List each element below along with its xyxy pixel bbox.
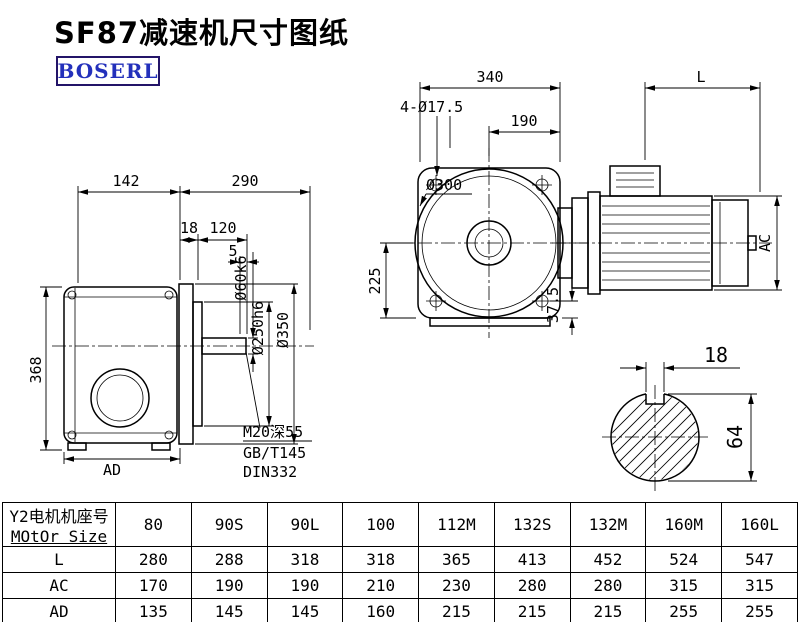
table-row-AC: AC 170 190 190 210 230 280 280 315 315 — [2, 572, 798, 599]
dim-290-label: 290 — [231, 172, 258, 190]
dim-340-label: 340 — [476, 68, 503, 86]
shaft-bore-circle — [474, 228, 504, 258]
bore-circle — [90, 368, 150, 428]
value-cell: 524 — [645, 546, 723, 573]
frame-size-cell: 100 — [342, 502, 420, 547]
dim-18-label: 18 — [180, 219, 198, 237]
foot-right — [151, 442, 171, 451]
table-header-row: Y2电机机座号 MOtOr Size 80 90S 90L 100 112M 1… — [2, 502, 798, 547]
dim-368-label: 368 — [27, 356, 45, 383]
value-cell: 318 — [342, 546, 420, 573]
value-cell: 413 — [493, 546, 571, 573]
value-cell: 190 — [190, 572, 268, 599]
shaft-hub-circle — [466, 220, 512, 266]
value-cell: 215 — [493, 598, 571, 622]
dim-37-5-label: 37.5 — [544, 287, 562, 323]
frame-size-cell: 132S — [493, 502, 571, 547]
value-cell: 230 — [418, 572, 495, 599]
motor-frame-label-cn: Y2电机机座号 — [9, 507, 109, 526]
terminal-box — [609, 165, 661, 197]
note-std2-label: DIN332 — [243, 463, 297, 481]
frame-size-cell: 90L — [266, 502, 344, 547]
value-cell: 255 — [645, 598, 723, 622]
dim-key-width-label: 18 — [704, 343, 728, 367]
boserl-logo: BOSERL — [56, 56, 160, 86]
dim-190-label: 190 — [510, 112, 537, 130]
row-label: AC — [2, 572, 116, 599]
output-flange — [178, 283, 194, 445]
value-cell: 315 — [645, 572, 723, 599]
dim-142-label: 142 — [112, 172, 139, 190]
frame-size-cell: 112M — [418, 502, 495, 547]
output-shaft — [201, 337, 247, 355]
flange-spigot — [192, 301, 203, 427]
value-cell: 315 — [721, 572, 798, 599]
dia-300-label: Ø300 — [426, 176, 462, 194]
dia-spigot-label: Ø250h6 — [249, 301, 267, 355]
foot-left — [67, 442, 87, 451]
frame-size-cell: 160L — [721, 502, 798, 547]
dimension-table: Y2电机机座号 MOtOr Size 80 90S 90L 100 112M 1… — [2, 502, 798, 622]
value-cell: 160 — [342, 598, 420, 622]
value-cell: 280 — [493, 572, 571, 599]
row-label: L — [2, 546, 116, 573]
motor-shaft-stub — [747, 235, 757, 251]
page-title: SF87减速机尺寸图纸 — [54, 16, 350, 50]
technical-drawing: 142 290 18 120 5 Ø60k6 Ø250h6 — [27, 68, 782, 492]
mounting-feet — [429, 317, 551, 327]
shaft-section-view: 18 64 — [602, 343, 757, 492]
value-cell: 280 — [569, 572, 647, 599]
dim-ad-label: AD — [103, 461, 121, 479]
dim-L-label: L — [696, 68, 705, 86]
value-cell: 170 — [115, 572, 192, 599]
dim-120-label: 120 — [209, 219, 236, 237]
dim-shaft-height-label: 64 — [723, 425, 747, 449]
value-cell: 547 — [721, 546, 798, 573]
frame-size-cell: 90S — [190, 502, 268, 547]
value-cell: 288 — [190, 546, 268, 573]
hatch-pattern — [612, 394, 698, 480]
table-corner-cell: Y2电机机座号 MOtOr Size — [2, 502, 116, 547]
value-cell: 135 — [115, 598, 192, 622]
value-cell: 452 — [569, 546, 647, 573]
value-cell: 215 — [418, 598, 495, 622]
table-row-AD: AD 135 145 145 160 215 215 215 255 255 — [2, 598, 798, 622]
dim-5-label: 5 — [228, 242, 237, 260]
dia-flange-label: Ø350 — [274, 312, 292, 348]
frame-size-cell: 80 — [115, 502, 192, 547]
value-cell: 215 — [569, 598, 647, 622]
dim-ac-label: AC — [756, 234, 774, 252]
value-cell: 255 — [721, 598, 798, 622]
front-view: Ø300 4-Ø17.5 340 L 190 22 — [366, 68, 782, 338]
frame-size-cell: 132M — [569, 502, 647, 547]
note-tap-label: M20深55 — [243, 423, 303, 441]
side-view: 142 290 18 120 5 Ø60k6 Ø250h6 — [27, 172, 314, 481]
table-row-L: L 280 288 318 318 365 413 452 524 547 — [2, 546, 798, 573]
frame-size-cell: 160M — [645, 502, 723, 547]
value-cell: 145 — [190, 598, 268, 622]
dim-225-label: 225 — [366, 267, 384, 294]
value-cell: 210 — [342, 572, 420, 599]
value-cell: 190 — [266, 572, 344, 599]
value-cell: 280 — [115, 546, 192, 573]
motor-fins — [602, 205, 710, 281]
value-cell: 145 — [266, 598, 344, 622]
note-std1-label: GB/T145 — [243, 444, 306, 462]
motor — [552, 165, 772, 295]
motor-frame-label-en: MOtOr Size — [10, 527, 108, 546]
bolt-holes-label: 4-Ø17.5 — [400, 98, 463, 116]
gearbox-housing-side — [63, 286, 178, 444]
row-label: AD — [2, 598, 116, 622]
dia-shaft-label: Ø60k6 — [232, 255, 250, 300]
value-cell: 318 — [266, 546, 344, 573]
value-cell: 365 — [418, 546, 495, 573]
